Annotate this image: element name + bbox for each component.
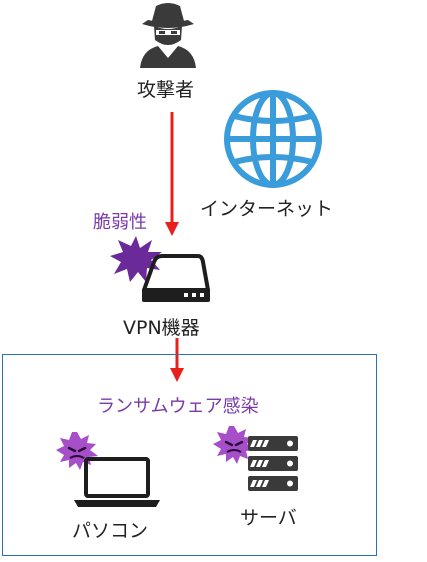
server-label: サーバ xyxy=(240,507,297,529)
laptop-icon xyxy=(74,457,160,507)
pc-label: パソコン xyxy=(72,520,149,542)
internet-label: インターネット xyxy=(200,198,334,220)
burst-icon xyxy=(110,236,162,282)
attacker-label: 攻撃者 xyxy=(137,79,195,101)
hacker-icon xyxy=(140,3,196,68)
internal-network-box xyxy=(2,354,377,556)
server-icon xyxy=(248,436,298,491)
ransomware-label: ランサムウェア感染 xyxy=(97,396,259,417)
vpn-device-label: VPN機器 xyxy=(123,317,200,339)
globe-icon xyxy=(224,90,322,188)
router-icon xyxy=(142,254,210,302)
virus-icon xyxy=(213,426,255,464)
attack-arrow xyxy=(165,112,179,236)
vulnerability-label: 脆弱性 xyxy=(93,212,147,233)
